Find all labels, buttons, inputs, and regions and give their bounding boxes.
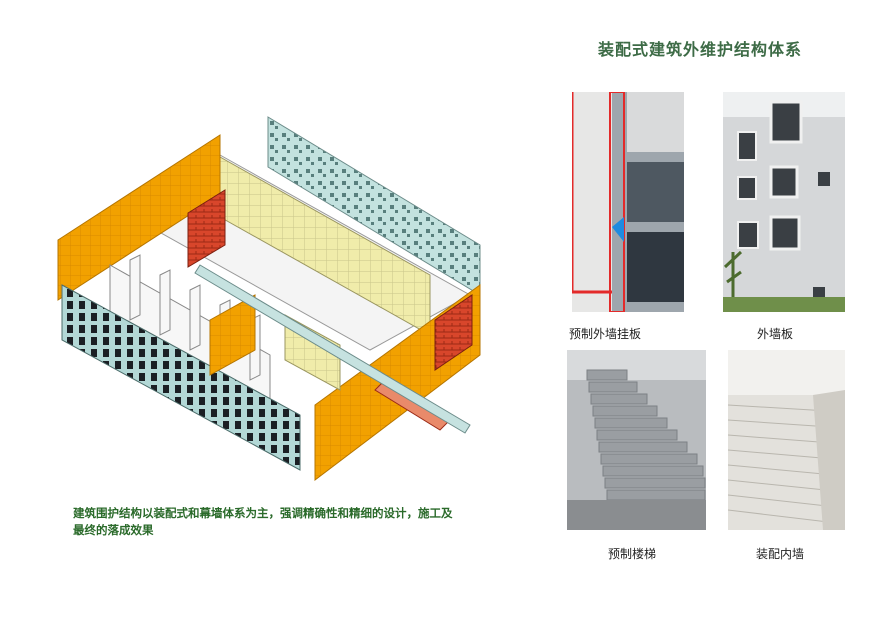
orange-partition bbox=[209, 294, 256, 376]
caption-exterior-wall-panel: 外墙板 bbox=[757, 327, 794, 341]
page-title: 装配式建筑外维护结构体系 bbox=[597, 40, 802, 59]
brick-block bbox=[187, 189, 226, 268]
long-beam bbox=[194, 264, 471, 434]
photo-precast-exterior-panel bbox=[572, 92, 684, 312]
caption-precast-stairs: 预制楼梯 bbox=[608, 547, 657, 561]
photo-assembled-interior-wall bbox=[728, 350, 845, 530]
caption-precast-exterior-panel: 预制外墙挂板 bbox=[569, 327, 642, 341]
axonometric-building-diagram bbox=[57, 116, 481, 482]
caption-assembled-interior-wall: 装配内墙 bbox=[756, 547, 805, 561]
window-facade bbox=[61, 284, 301, 471]
photo-exterior-wall-panel bbox=[723, 92, 845, 312]
brick-panel-right bbox=[434, 294, 473, 371]
photo-precast-stairs bbox=[567, 350, 706, 530]
description-text: 建筑围护结构以装配式和幕墙体系为主，强调精确性和精细的设计，施工及最终的落成效果 bbox=[73, 506, 453, 537]
